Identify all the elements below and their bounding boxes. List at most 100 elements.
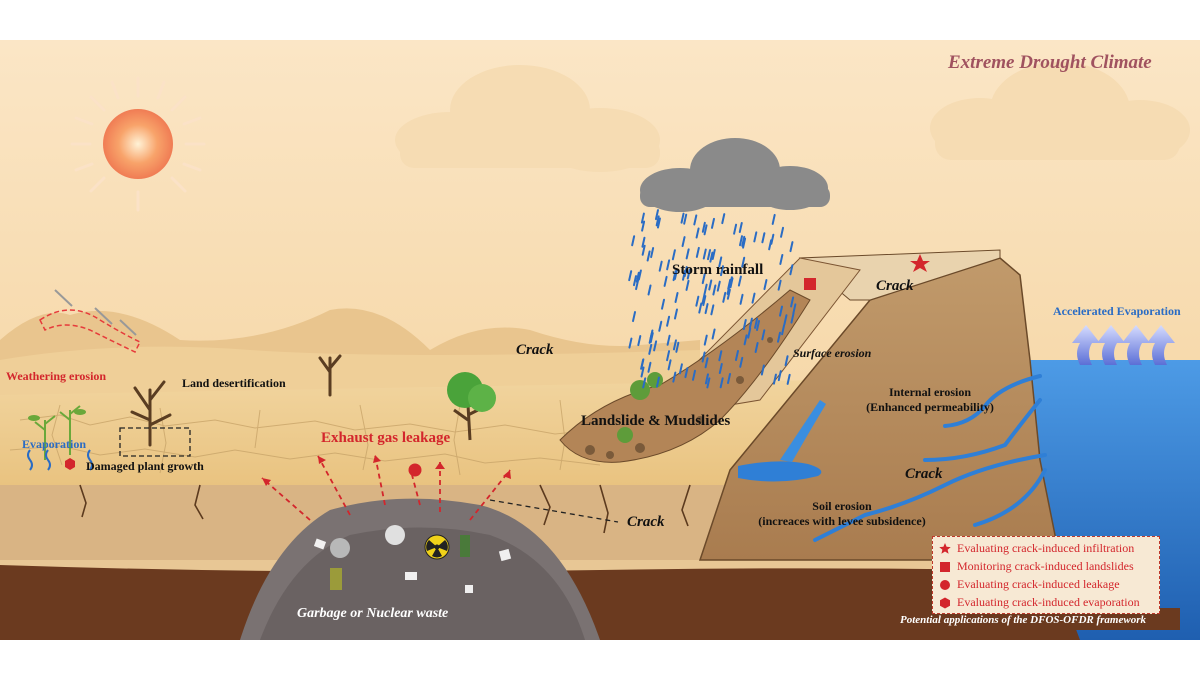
rain-drop xyxy=(710,217,715,229)
rain-drop xyxy=(642,377,647,389)
legend-item-label: Evaluating crack-induced infiltration xyxy=(957,541,1135,555)
legend-item-leakage: Evaluating crack-induced leakage xyxy=(939,576,1120,593)
rain-drop xyxy=(726,288,731,300)
rain-drop xyxy=(792,303,797,315)
rain-drop xyxy=(707,249,712,261)
rain-drop xyxy=(655,215,660,227)
rain-drop xyxy=(721,213,726,225)
rain-drop xyxy=(790,296,795,308)
rain-drop xyxy=(708,279,713,291)
rain-drop xyxy=(701,351,706,363)
rain-drop xyxy=(771,213,776,225)
rain-drop xyxy=(754,317,759,329)
storm-rainfall-label: Storm rainfall xyxy=(672,262,764,278)
rain-drop xyxy=(648,343,653,355)
rain-drop xyxy=(747,327,752,339)
rain-drop xyxy=(734,350,739,362)
rain-drop xyxy=(761,329,766,341)
square-icon xyxy=(940,561,950,572)
rain-drop xyxy=(637,335,642,347)
damaged-plant-box xyxy=(119,427,191,457)
rain-drop xyxy=(742,318,747,330)
rain-drop xyxy=(748,317,753,329)
rain-drop xyxy=(733,223,738,235)
cloud-icon xyxy=(395,62,1190,172)
rain-drop xyxy=(654,209,659,221)
rain-drop xyxy=(658,320,663,332)
soil-erosion-label: Soil erosion (increaces with levee subsi… xyxy=(742,499,942,529)
rain-streaks xyxy=(628,209,797,389)
rain-drop xyxy=(647,361,652,373)
rain-drop xyxy=(704,357,709,369)
legend-item-label: Monitoring crack-induced landslides xyxy=(957,559,1134,573)
rain-drop xyxy=(641,244,646,256)
rain-drop xyxy=(632,311,637,323)
rain-drop xyxy=(727,373,732,385)
legend-item-label: Evaluating crack-induced leakage xyxy=(957,577,1120,591)
rain-drop xyxy=(673,268,678,280)
rain-drop xyxy=(703,283,708,295)
dead-tree-icon xyxy=(130,354,342,447)
rain-drop xyxy=(685,279,690,291)
rain-drop xyxy=(722,291,727,303)
rain-drop xyxy=(695,227,700,239)
rain-drop xyxy=(637,269,642,281)
rain-drop xyxy=(777,331,782,343)
rain-drop xyxy=(761,232,766,244)
rain-drop xyxy=(753,231,758,243)
rain-drop xyxy=(674,292,679,304)
garbage-pile xyxy=(240,498,600,640)
rain-drop xyxy=(718,350,723,362)
legend-item-infiltration: Evaluating crack-induced infiltration xyxy=(939,540,1134,557)
rain-drop xyxy=(738,222,743,234)
rain-drop xyxy=(666,350,671,362)
rain-drop xyxy=(741,256,746,268)
crack-ground-label: Crack xyxy=(627,514,665,530)
garbage-nuclear-waste-label: Garbage or Nuclear waste xyxy=(297,606,449,621)
rain-drop xyxy=(742,237,747,249)
rain-drop xyxy=(684,367,689,379)
rain-drop xyxy=(779,253,784,265)
rain-drop xyxy=(760,364,765,376)
rain-drop xyxy=(739,293,744,305)
internal-erosion-line2: (Enhanced permeability) xyxy=(866,400,994,414)
rain-drop xyxy=(716,280,721,292)
accelerated-evaporation-label: Accelerated Evaporation xyxy=(1053,304,1181,318)
rain-drop xyxy=(739,356,744,368)
rain-drop xyxy=(704,303,709,315)
rain-drop xyxy=(702,248,707,260)
marker-star-icon xyxy=(910,254,930,272)
rain-drop xyxy=(756,319,761,331)
rain-drop xyxy=(671,249,676,261)
rain-drop xyxy=(649,329,654,341)
rain-drop xyxy=(737,275,742,287)
rain-drop xyxy=(640,366,645,378)
rain-drop xyxy=(678,363,683,375)
storm-cloud-icon xyxy=(640,138,830,212)
rain-drop xyxy=(635,271,640,283)
rain-drop xyxy=(641,220,646,232)
rain-drop xyxy=(658,260,663,272)
rain-drop xyxy=(763,279,768,291)
rain-drop xyxy=(718,363,723,375)
crack-dune-label: Crack xyxy=(516,342,554,358)
rain-drop xyxy=(693,214,698,226)
rain-drop xyxy=(702,295,707,307)
rain-drop xyxy=(703,334,708,346)
rain-drop xyxy=(784,355,789,367)
green-tree-icon xyxy=(447,372,496,441)
rain-drop xyxy=(653,340,658,352)
star-icon xyxy=(939,542,951,554)
rain-drop xyxy=(656,217,661,229)
rain-drop xyxy=(751,292,756,304)
rain-drop xyxy=(709,251,714,263)
rain-drop xyxy=(704,373,709,385)
rain-drop xyxy=(663,275,668,287)
rain-drop xyxy=(790,312,795,324)
rain-drop xyxy=(777,279,782,291)
rain-drop xyxy=(661,298,666,310)
rain-drop xyxy=(712,284,717,296)
footer-caption: Potential applications of the DFOS-OFDR … xyxy=(900,614,1146,626)
legend-item-landslides: Monitoring crack-induced landslides xyxy=(939,558,1134,575)
